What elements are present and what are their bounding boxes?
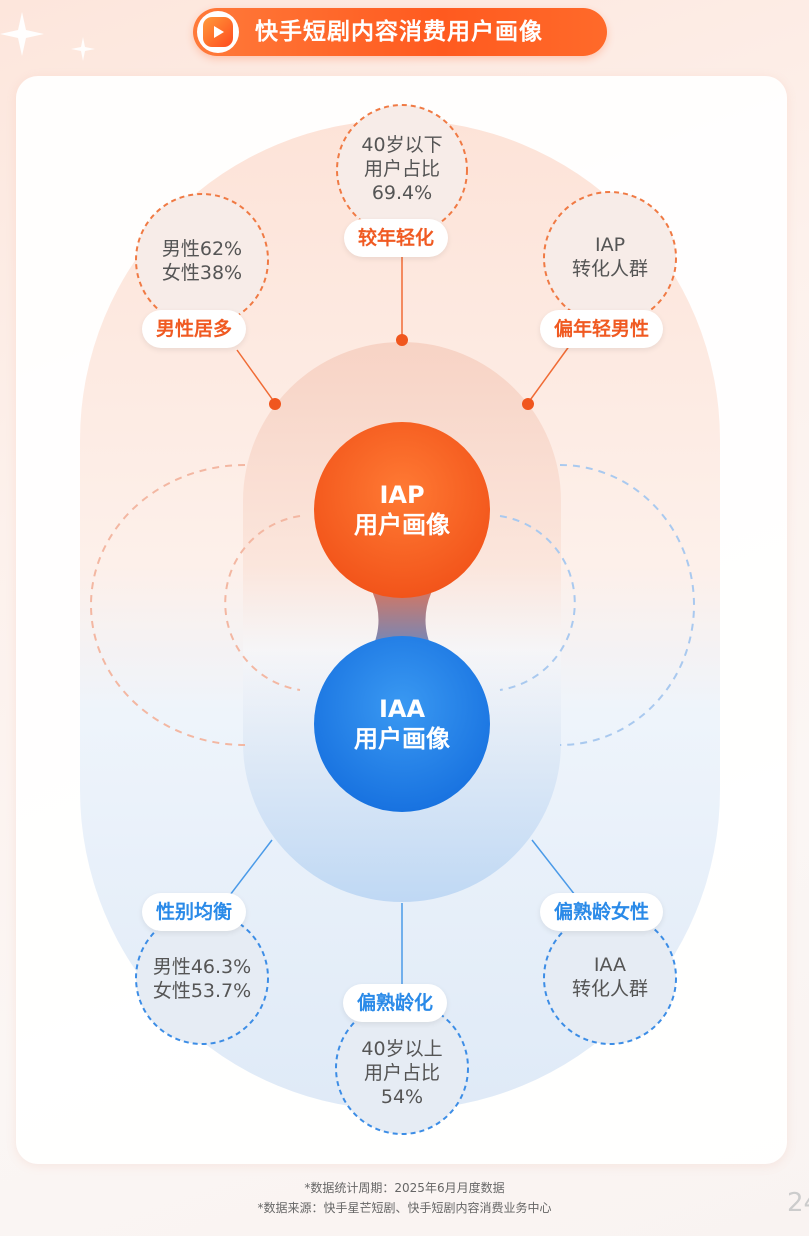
bubble-mature-female-text: IAA 转化人群 <box>571 954 648 1000</box>
footnote-period: *数据统计周期：2025年6月月度数据 <box>304 1181 505 1195</box>
footnote-source: *数据来源：快手星芒短剧、快手短剧内容消费业务中心 <box>257 1201 552 1215</box>
tag-young: 较年轻化 <box>344 219 449 257</box>
bubble-male-text: 男性62% 女性38% <box>161 238 243 284</box>
tag-mature: 偏熟龄化 <box>343 984 448 1022</box>
tag-male: 男性居多 <box>142 310 247 348</box>
sparkle-icon <box>0 12 44 56</box>
connector-line <box>527 344 571 404</box>
bubble-mature-text: 40岁以上 用户占比 54% <box>361 1038 443 1108</box>
header-title-pill: 快手短剧内容消费用户画像 <box>193 8 607 56</box>
page-number: 24 <box>787 1188 809 1218</box>
connector-line <box>229 839 273 896</box>
tag-gender: 性别均衡 <box>142 893 247 931</box>
left-inner-arc <box>224 515 301 691</box>
iap-core-circle <box>314 422 490 598</box>
iaa-core-label: IAA 用户画像 <box>354 695 450 753</box>
iaa-core-circle <box>314 636 490 812</box>
page-title: 快手短剧内容消费用户画像 <box>255 19 543 45</box>
right-outer-arc <box>559 464 695 746</box>
bubble-young-male-text: IAP 转化人群 <box>571 234 648 280</box>
connector-dot <box>522 398 534 410</box>
tag-young-male: 偏年轻男性 <box>540 310 664 348</box>
connector-line <box>531 839 576 896</box>
sparkle-icon <box>71 37 95 61</box>
connector-dot <box>269 398 281 410</box>
bubble-gender-text: 男性46.3% 女性53.7% <box>152 956 252 1002</box>
iap-core-label: IAP 用户画像 <box>354 481 450 539</box>
tag-mature-female: 偏熟龄女性 <box>540 893 664 931</box>
play-icon <box>197 11 239 53</box>
connector-line <box>236 349 276 404</box>
connector-dot <box>396 334 408 346</box>
right-inner-arc <box>499 515 576 691</box>
bubble-young-text: 40岁以下 用户占比 69.4% <box>361 134 443 204</box>
